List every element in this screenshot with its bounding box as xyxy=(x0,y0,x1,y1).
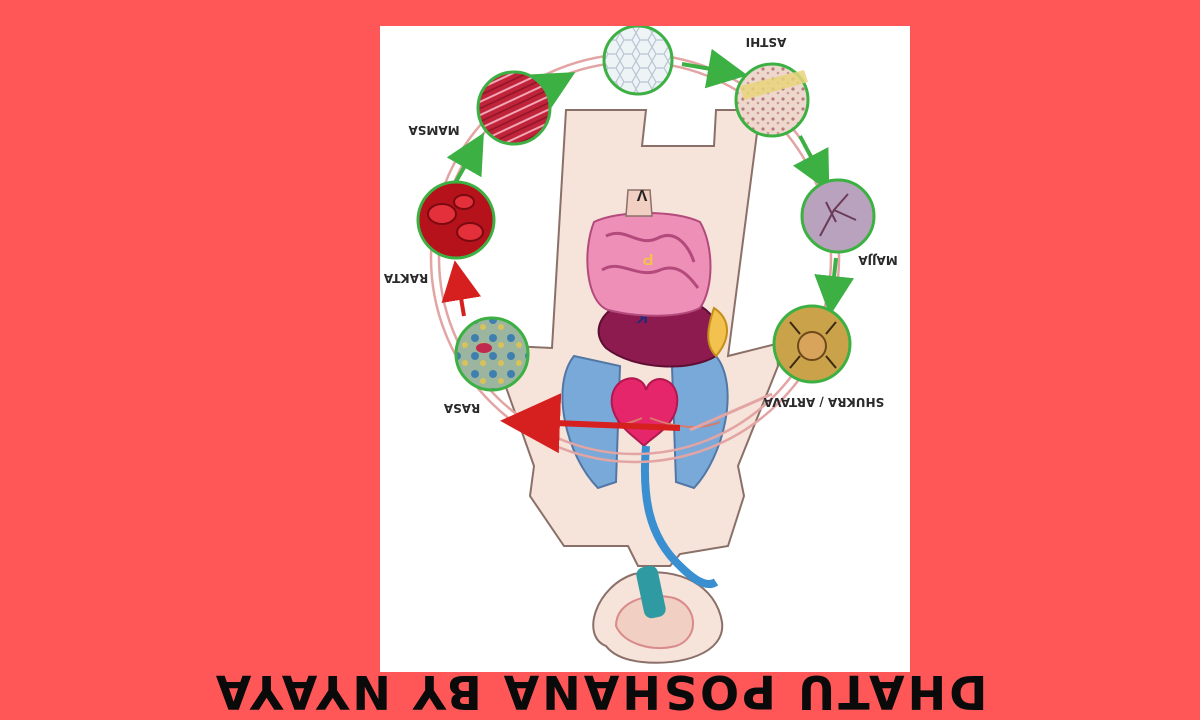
gallbladder-shape xyxy=(707,306,728,358)
label-shukra: SHUKRA / ARTAVA xyxy=(763,395,884,409)
meda-tissue-circle xyxy=(602,26,674,96)
brainstem-shape xyxy=(636,565,666,619)
stomach-shape xyxy=(625,189,653,217)
shukra-tissue-circle xyxy=(772,304,852,384)
diagram-panel: K P V xyxy=(380,26,910,672)
organ-label-p: P xyxy=(642,250,653,267)
rakta-tissue-circle xyxy=(416,180,496,260)
label-rakta: RAKTA xyxy=(383,271,428,285)
majja-tissue-circle xyxy=(800,178,876,254)
brain-shape xyxy=(614,595,694,649)
page-caption: DHATU POSHANA BY NYAYA xyxy=(212,665,988,719)
label-mamsa: MAMSA xyxy=(408,123,460,137)
asthi-tissue-circle xyxy=(734,62,810,138)
dhatu-diagram: K P V xyxy=(383,26,898,664)
label-asthi: ASTHI xyxy=(746,35,787,49)
organ-label-v: V xyxy=(636,186,647,203)
label-rasa: RASA xyxy=(443,401,480,415)
mamsa-tissue-circle xyxy=(476,70,552,146)
label-majja: MAJJA xyxy=(858,253,898,267)
rasa-tissue-circle xyxy=(454,316,530,392)
vessel-path xyxy=(640,445,719,588)
